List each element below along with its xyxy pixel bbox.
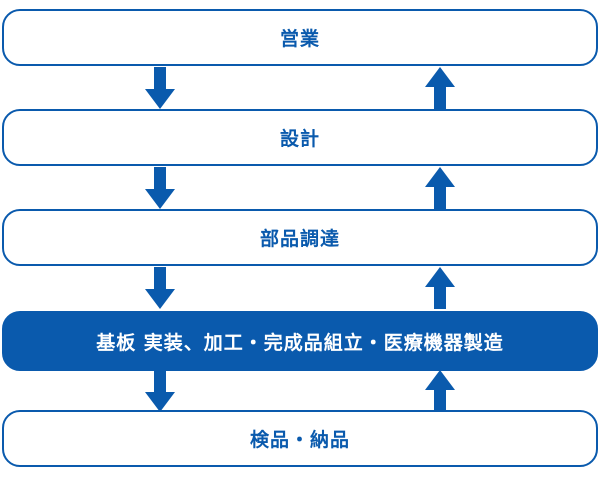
stage-manufacturing: 基板 実装、加工・完成品組立・医療機器製造 [2, 311, 598, 371]
stage-parts-procurement: 部品調達 [2, 209, 598, 266]
stage-inspection-delivery: 検品・納品 [2, 410, 598, 467]
arrow-down-icon [145, 370, 175, 412]
stage-sales: 営業 [2, 9, 598, 66]
arrow-up-icon [425, 370, 455, 412]
arrow-down-icon [145, 67, 175, 109]
stage-design: 設計 [2, 109, 598, 166]
arrow-down-icon [145, 167, 175, 209]
arrow-down-icon [145, 267, 175, 309]
arrow-up-icon [425, 67, 455, 109]
arrow-up-icon [425, 267, 455, 309]
arrow-up-icon [425, 167, 455, 209]
